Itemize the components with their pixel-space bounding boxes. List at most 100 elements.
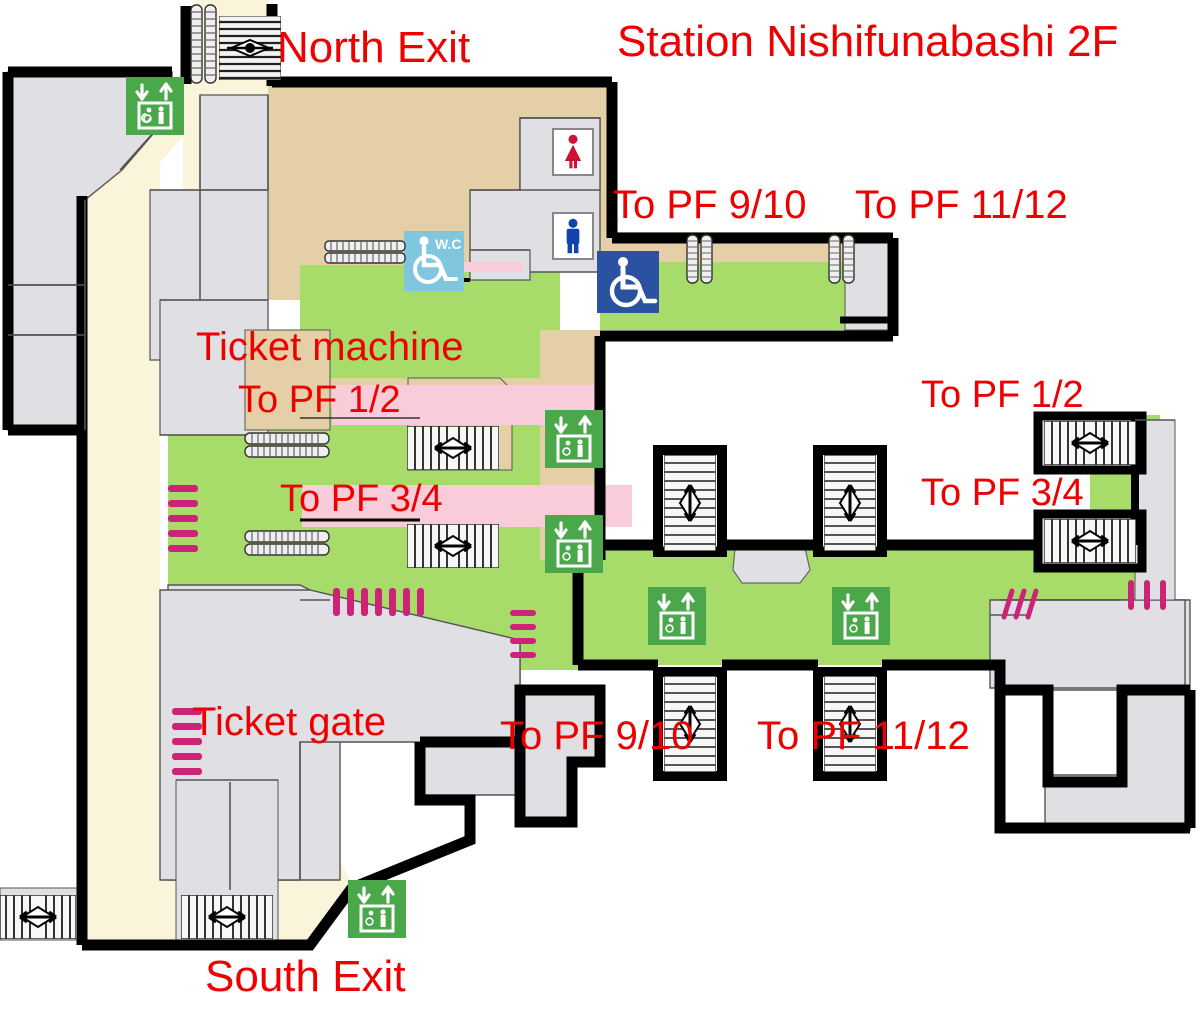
label-south-exit: South Exit bbox=[205, 952, 406, 1001]
ticket-gate-icon[interactable] bbox=[331, 588, 431, 618]
elevator-icon[interactable] bbox=[545, 515, 603, 573]
building-corridor-notch bbox=[732, 547, 811, 584]
stairs-icon[interactable] bbox=[663, 454, 717, 552]
stairs-icon[interactable] bbox=[0, 894, 77, 940]
female-glyph bbox=[564, 134, 582, 169]
wall-stairbox-pf910l bbox=[653, 667, 727, 781]
gate-bars bbox=[510, 610, 536, 658]
wheelchair-glyph bbox=[609, 257, 658, 308]
gate-bars bbox=[172, 708, 202, 775]
highlight-wc-small bbox=[462, 262, 522, 272]
wall-gatehall-bot2 bbox=[349, 742, 476, 894]
ticket-gate-icon[interactable] bbox=[510, 608, 538, 666]
gate-bars bbox=[168, 485, 198, 552]
ticket-gate-icon[interactable] bbox=[998, 585, 1044, 621]
stairs-glyph bbox=[663, 454, 717, 552]
elevator-glyph bbox=[657, 592, 695, 640]
stairs-glyph bbox=[406, 425, 500, 471]
stairs-icon[interactable] bbox=[1043, 420, 1137, 466]
elevator-icon[interactable] bbox=[126, 77, 184, 135]
wall-stairbox-pf910u bbox=[653, 445, 727, 557]
concourse-green-right-top bbox=[600, 262, 880, 330]
accessible-restroom-icon[interactable]: W.C bbox=[404, 231, 464, 291]
stairs-glyph bbox=[218, 15, 282, 81]
elevator-icon[interactable] bbox=[648, 587, 706, 645]
escalator-glyph bbox=[324, 240, 406, 264]
escalator-glyph bbox=[190, 4, 217, 84]
wall-rightbuild2 bbox=[994, 690, 1190, 834]
page-title: Station Nishifunabashi 2F bbox=[617, 17, 1119, 66]
stairs-glyph bbox=[823, 454, 877, 552]
escalator-icon[interactable] bbox=[828, 234, 856, 284]
building-left-lower bbox=[7, 334, 86, 431]
wall-cream-bottom bbox=[82, 884, 357, 951]
stairs-glyph bbox=[180, 894, 274, 940]
label-north-exit: North Exit bbox=[277, 23, 471, 72]
wc-glyph: W.C bbox=[413, 236, 461, 284]
label-to-pf-1-2-right: To PF 1/2 bbox=[921, 374, 1084, 416]
stairs-glyph bbox=[0, 894, 77, 940]
label-to-pf-11-12-bot: To PF 11/12 bbox=[757, 714, 970, 758]
female-restroom-icon bbox=[552, 128, 594, 176]
wall-botcenter bbox=[514, 684, 606, 828]
stairs-icon[interactable] bbox=[1043, 518, 1137, 564]
label-to-pf-11-12-top: To PF 11/12 bbox=[855, 183, 1068, 227]
label-to-pf-9-10-bot: To PF 9/10 bbox=[500, 714, 694, 758]
stairs-glyph bbox=[1043, 420, 1137, 466]
male-restroom-icon bbox=[552, 212, 594, 260]
label-to-pf-3-4-left: To PF 3/4 bbox=[280, 478, 443, 520]
stairs-glyph bbox=[663, 675, 717, 773]
elevator-glyph bbox=[841, 592, 879, 640]
stairs-icon[interactable] bbox=[823, 675, 877, 773]
wc-text: W.C bbox=[435, 236, 461, 252]
escalator-glyph bbox=[244, 432, 330, 458]
elevator-glyph bbox=[135, 82, 173, 130]
escalator-icon[interactable] bbox=[244, 530, 330, 556]
label-to-pf-1-2-left: To PF 1/2 bbox=[238, 379, 401, 421]
stairs-icon[interactable] bbox=[406, 425, 500, 471]
stairs-icon[interactable] bbox=[180, 894, 274, 940]
gate-bars bbox=[1001, 588, 1039, 620]
ticket-gate-icon[interactable] bbox=[172, 706, 204, 784]
wall-corridor-bottom3 bbox=[882, 659, 1006, 690]
wall-rightbuild bbox=[1000, 684, 1190, 788]
stairs-icon[interactable] bbox=[218, 15, 282, 81]
wall-right-pf12-box bbox=[1033, 411, 1147, 475]
walls bbox=[2, 4, 1196, 951]
escalator-icon[interactable] bbox=[686, 234, 714, 284]
elevator-icon[interactable] bbox=[832, 587, 890, 645]
interior-lines bbox=[8, 95, 1175, 890]
elevator-glyph bbox=[554, 415, 592, 463]
label-to-pf-3-4-right: To PF 3/4 bbox=[921, 472, 1084, 514]
escalator-icon[interactable] bbox=[244, 432, 330, 458]
ticket-gate-icon[interactable] bbox=[1126, 580, 1170, 612]
stairs-icon[interactable] bbox=[663, 675, 717, 773]
label-ticket-gate: Ticket gate bbox=[192, 700, 387, 744]
ticket-gate-icon[interactable] bbox=[168, 483, 200, 561]
stairs-icon[interactable] bbox=[406, 523, 500, 569]
building-left-mid bbox=[7, 284, 86, 336]
elevator-glyph bbox=[357, 885, 395, 933]
escalator-glyph bbox=[828, 234, 855, 284]
male-glyph bbox=[566, 218, 580, 254]
building-upper-narrow bbox=[199, 94, 269, 191]
elevator-glyph bbox=[554, 520, 592, 568]
escalator-glyph bbox=[244, 530, 330, 556]
wheelchair-accessible-icon[interactable] bbox=[597, 251, 659, 313]
stairs-glyph bbox=[823, 675, 877, 773]
label-ticket-machine: Ticket machine bbox=[196, 325, 464, 369]
stairs-icon[interactable] bbox=[823, 454, 877, 552]
stairs-glyph bbox=[1043, 518, 1137, 564]
escalator-icon[interactable] bbox=[190, 4, 218, 84]
gate-bars bbox=[1128, 580, 1166, 610]
ticket-machine-block-a bbox=[244, 329, 331, 431]
building-right-lower2 bbox=[989, 599, 1186, 826]
escalator-glyph bbox=[686, 234, 713, 284]
elevator-icon[interactable] bbox=[545, 410, 603, 468]
escalator-icon[interactable] bbox=[324, 240, 406, 264]
wall-stairbox-pf1112l bbox=[813, 667, 887, 781]
elevator-icon[interactable] bbox=[348, 880, 406, 938]
wall-stairbox-pf1112u bbox=[813, 445, 887, 557]
